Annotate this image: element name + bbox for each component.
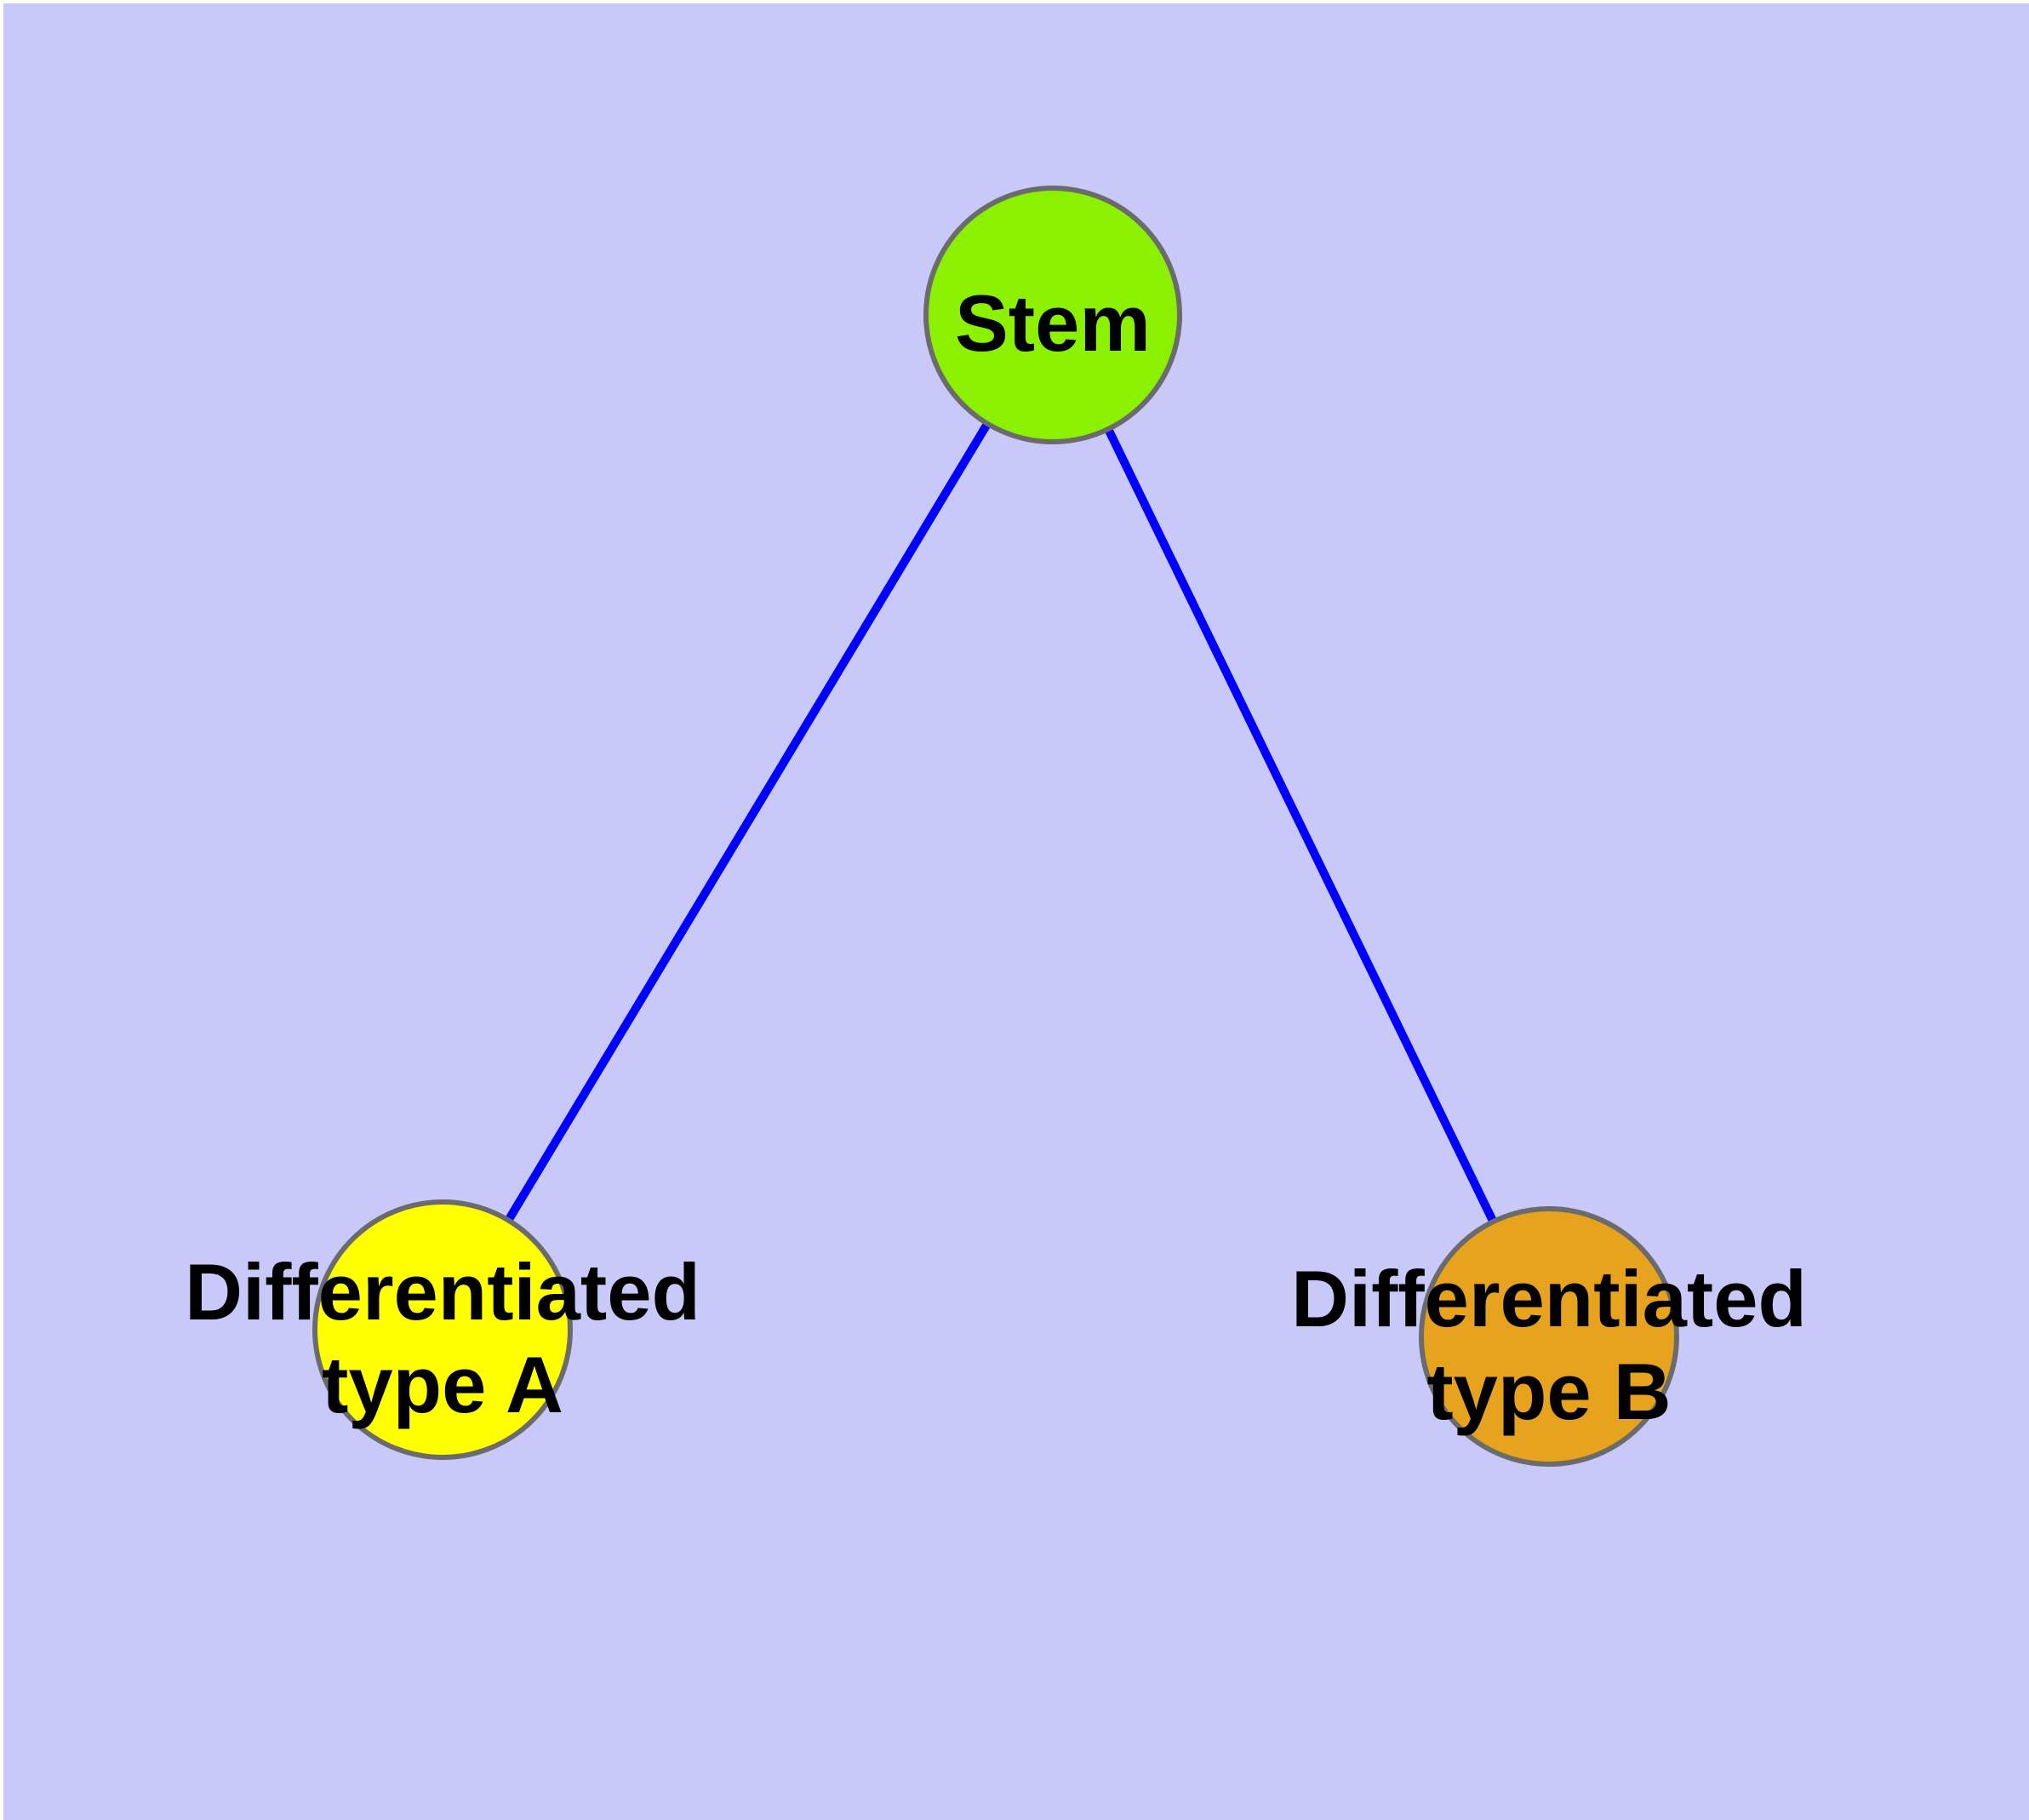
node-type-b-label-line1: Differentiated xyxy=(1291,1254,1807,1343)
edge-stem-to-type-b xyxy=(1049,312,1553,1339)
node-stem xyxy=(923,186,1182,444)
node-type-b-label-line2: type B xyxy=(1426,1347,1671,1436)
edge-stem-to-type-a xyxy=(438,312,1057,1332)
node-differentiated-type-b xyxy=(1419,1206,1679,1467)
node-stem-label: Stem xyxy=(955,278,1151,368)
node-type-a-label-line1: Differentiated xyxy=(185,1247,700,1336)
node-differentiated-type-a xyxy=(312,1199,573,1460)
node-type-a-label-line2: type A xyxy=(322,1340,563,1429)
